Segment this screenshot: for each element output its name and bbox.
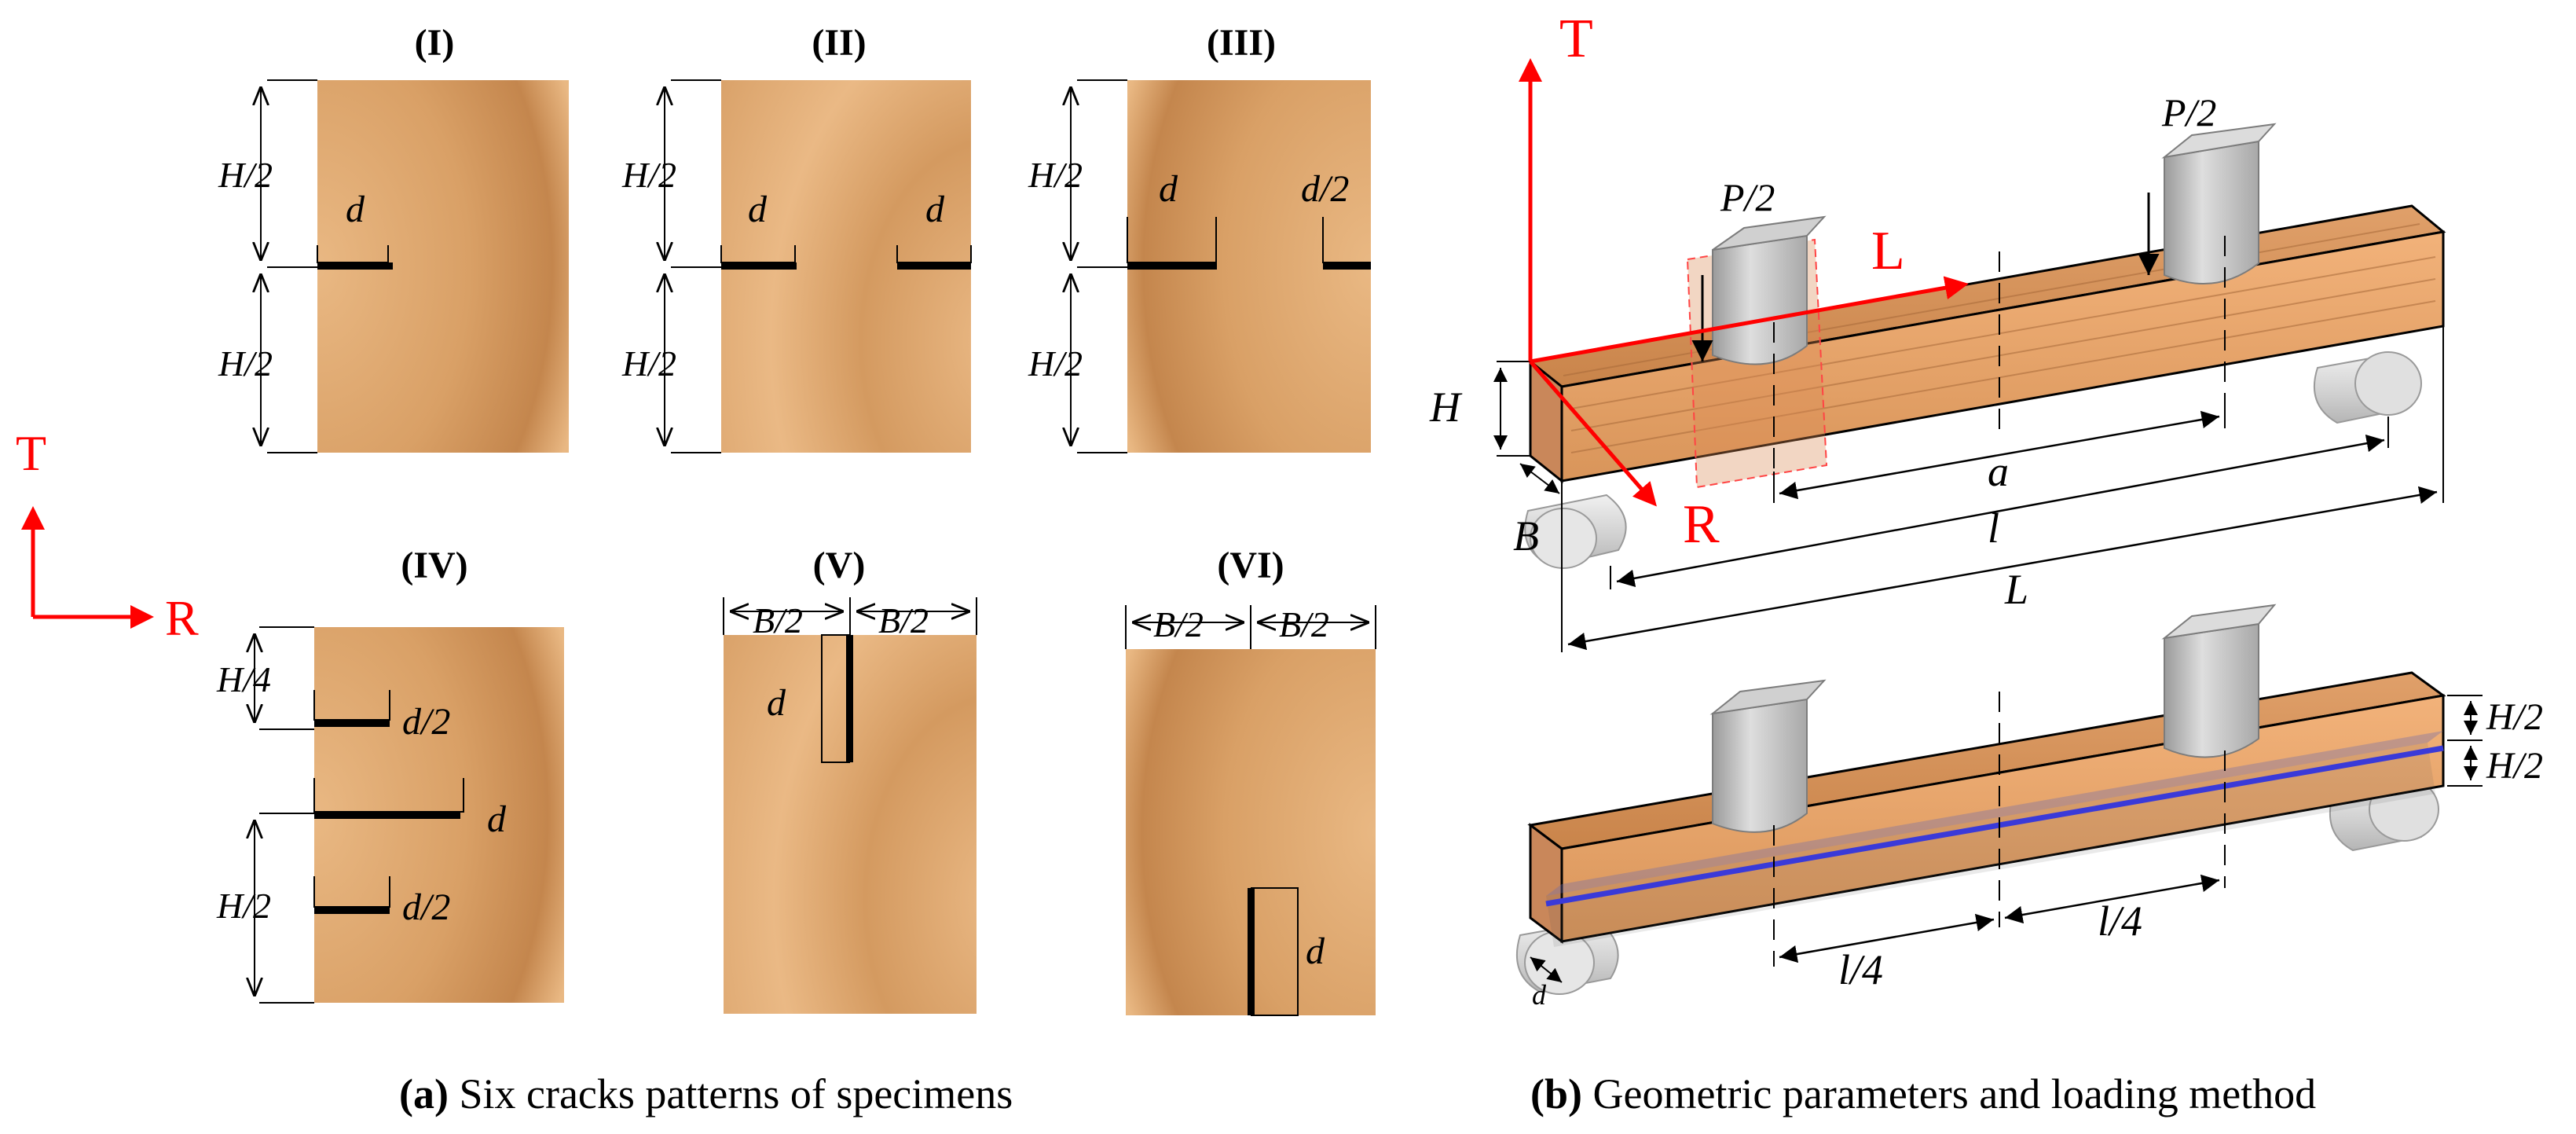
quarter-right-label: l/4 [2098,897,2142,945]
L-label: L [2004,566,2028,613]
width-label: B [1513,512,1539,560]
crack-plane-line [1545,745,2444,907]
dim-label: H/2 [216,886,271,926]
specimen-label: (V) [813,545,866,586]
half-top-label: H/2 [2486,696,2543,738]
specimen-label: (I) [415,22,455,64]
crack-label: d/2 [402,701,450,743]
load-label-left: P/2 [1720,175,1775,219]
dim-label: H/4 [216,659,271,699]
beam1-dims: H B a l L [1429,326,2444,652]
l-label: l [1988,505,1999,552]
specimen-label: (II) [812,22,866,64]
specimen-5: (V) B/2 B/2 d [723,545,977,1014]
load-label-right: P/2 [2161,90,2216,134]
axis-t-label: T [1559,9,1593,69]
crack-mark [1323,262,1371,270]
caption-a: (a) Six cracks patterns of specimens [399,1070,1013,1117]
beam2-centerlines [1773,692,2226,967]
dim-label: H/2 [1028,343,1083,384]
beam2 [1527,671,2446,947]
specimen-1: (I) H/2 H/2 d [218,22,569,453]
axis-l-label: L [1871,221,1905,281]
beam-axes: T L R [1519,9,1969,555]
specimen-label: (III) [1207,22,1276,64]
dim-label: H/2 [218,343,273,384]
dim-label: B/2 [1279,604,1329,644]
crack-mark [314,907,390,914]
axis-r-label: R [1683,494,1720,555]
panel-a: (I) H/2 H/2 d (II) H/2 H/2 d [216,22,1376,1117]
crack-mark [1248,888,1255,1015]
specimen-3: (III) H/2 H/2 d d/2 [1028,22,1371,453]
dim-label: B/2 [753,600,803,640]
caption-b: (b) Geometric parameters and loading met… [1530,1070,2316,1117]
beam2-loads [1709,604,2277,833]
beam1-loads: P/2 P/2 [1691,90,2277,365]
axis-r-label: R [165,590,199,646]
crack-label: d/2 [402,886,450,928]
crack-label: d [346,189,365,230]
specimen-label: (VI) [1217,545,1284,586]
crack-label: d/2 [1301,168,1349,210]
dim-label: H/2 [218,155,273,195]
height-label: H [1429,384,1463,431]
crack-label: d [1306,930,1325,972]
crack-label: d [767,682,786,724]
crack-label: d [748,189,768,230]
dim-label: B/2 [1153,604,1204,644]
crack-mark [721,262,797,270]
crack-mark [846,635,853,762]
left-axes: T R [16,425,199,646]
crack-label: d [925,189,945,230]
crack-label: d [487,798,507,840]
half-bottom-label: H/2 [2486,745,2543,787]
dim-label: H/2 [621,155,676,195]
axis-t-label: T [16,425,46,481]
beam2-dims: H/2 H/2 l/4 l/4 d [1530,695,2543,1011]
depth-label: d [1532,979,1547,1011]
specimen-6: (VI) B/2 B/2 d [1125,545,1376,1016]
crack-mark [314,720,390,727]
specimen-label: (IV) [401,545,467,586]
crack-mark [317,262,393,270]
crack-mark [897,262,971,270]
beam1 [1527,204,2446,484]
crack-mark [314,812,460,819]
crack-label: d [1159,168,1178,210]
beam1-rollers [1524,351,2422,569]
dim-label: H/2 [621,343,676,384]
quarter-left-label: l/4 [1838,946,1883,993]
panel-b: P/2 P/2 H B a l L [1429,9,2543,1117]
a-label: a [1988,448,2009,495]
dim-label: H/2 [1028,155,1083,195]
dim-label: B/2 [878,600,929,640]
specimen-2: (II) H/2 H/2 d d [621,22,972,453]
specimen-4: (IV) H/4 H/2 d/2 d d/2 [216,545,564,1004]
crack-mark [1127,262,1217,270]
